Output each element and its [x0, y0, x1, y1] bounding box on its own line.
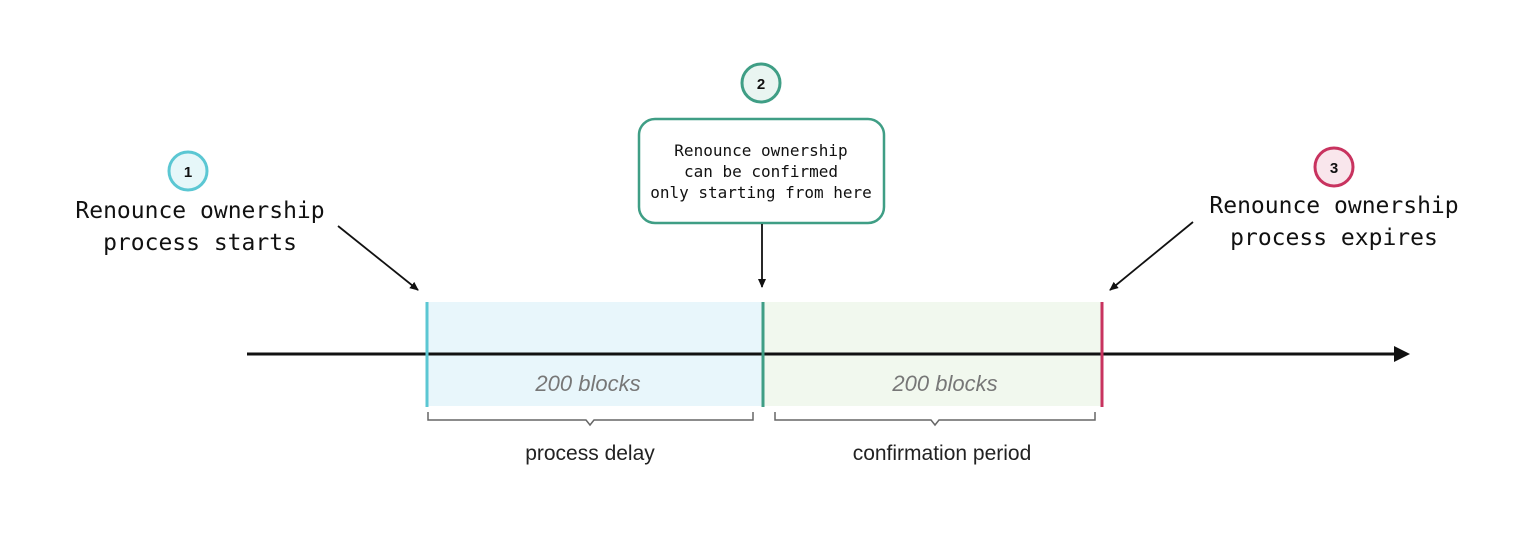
step-1-pointer-arrow: [337, 225, 419, 291]
step-3-number: 3: [1330, 160, 1338, 177]
step-3-caption-line-1: Renounce ownership: [1209, 193, 1458, 219]
segment-2-blocks-label: 200 blocks: [891, 371, 997, 396]
step-2-callout-line-2: can be confirmed: [684, 162, 838, 181]
step-1-caption-line-2: process starts: [103, 230, 297, 256]
step-1-badge: [167, 150, 209, 192]
step-2-callout-line-3: only starting from here: [650, 183, 872, 202]
confirmation-period-label: confirmation period: [853, 442, 1032, 465]
step-3-pointer-arrow: [1109, 221, 1194, 291]
step-2-number: 2: [757, 76, 765, 93]
timeline-arrowhead: [1394, 346, 1410, 362]
process-delay-label: process delay: [525, 442, 655, 465]
step-1-caption-line-1: Renounce ownership: [75, 198, 324, 224]
step-3-caption-line-2: process expires: [1230, 225, 1438, 251]
confirmation-period-brace: [774, 412, 1096, 427]
segment-1-blocks-label: 200 blocks: [534, 371, 640, 396]
process-delay-brace: [427, 412, 754, 427]
step-2-callout-box: [637, 117, 886, 225]
step-2-badge: [740, 62, 782, 104]
step-3-badge: [1313, 146, 1355, 188]
step-1-number: 1: [184, 164, 192, 181]
step-2-callout-line-1: Renounce ownership: [674, 141, 847, 160]
